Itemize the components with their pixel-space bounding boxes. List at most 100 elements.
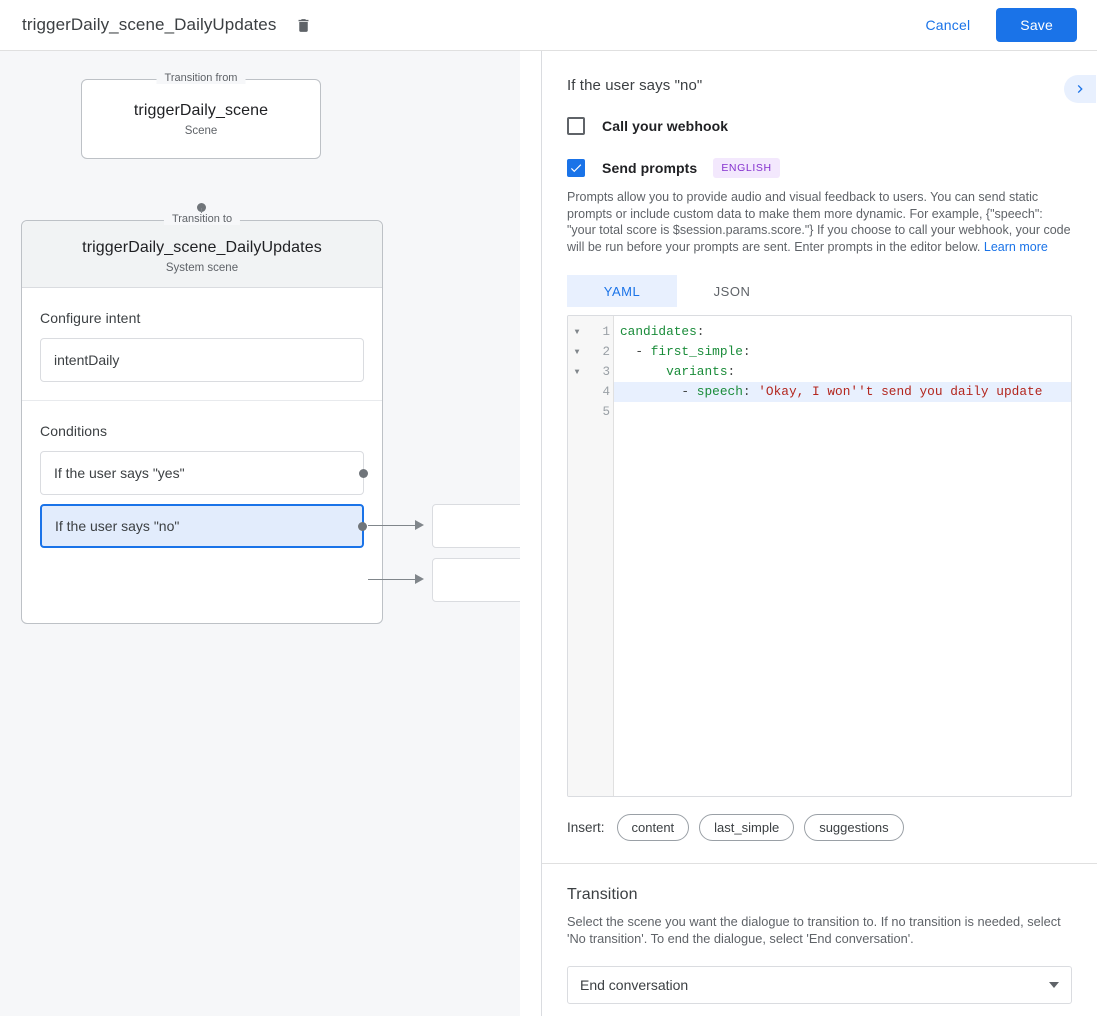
format-tabs: YAML JSON [567, 275, 1072, 307]
code-token: candidates [620, 324, 697, 339]
transition-to-subtitle: System scene [165, 262, 239, 274]
editor-code-line[interactable]: variants: [614, 362, 1071, 382]
transition-from-subtitle: Scene [184, 125, 218, 137]
insert-chip-suggestions[interactable]: suggestions [804, 814, 904, 841]
call-webhook-row[interactable]: Call your webhook [567, 117, 1072, 135]
send-prompts-help: Prompts allow you to provide audio and v… [567, 189, 1072, 255]
trash-icon [298, 18, 309, 32]
panel-title: If the user says "no" [567, 77, 703, 94]
code-token: : [696, 324, 705, 339]
send-prompts-checkbox[interactable] [567, 159, 585, 177]
insert-chip-last-simple[interactable]: last_simple [699, 814, 795, 841]
condition-link-arrow-no [415, 574, 424, 584]
fold-triangle-icon[interactable]: ▼ [574, 367, 580, 377]
transition-select-value: End conversation [580, 977, 689, 993]
editor-line-number: 2 [602, 345, 610, 359]
editor-line-number: 4 [602, 385, 610, 399]
transition-from-legend: Transition from [156, 72, 246, 84]
language-badge: ENGLISH [713, 158, 780, 178]
editor-line-number: 1 [602, 325, 610, 339]
graph-pane-edge-strip [520, 51, 542, 1016]
code-token [620, 364, 666, 379]
cancel-button[interactable]: Cancel [918, 8, 979, 42]
transition-section: Transition Select the scene you want the… [542, 886, 1097, 1004]
insert-chip-content[interactable]: content [616, 814, 690, 841]
learn-more-link[interactable]: Learn more [983, 239, 1048, 254]
insert-label: Insert: [567, 820, 605, 835]
condition-connector-dot [358, 521, 367, 531]
editor-gutter-row: 4 [568, 382, 613, 402]
delete-button[interactable] [290, 12, 316, 38]
insert-row: Insert: content last_simple suggestions [567, 814, 1072, 841]
pane-divider [541, 51, 542, 1016]
send-prompts-help-text: Prompts allow you to provide audio and v… [567, 190, 1071, 254]
code-token: : [742, 384, 759, 399]
transition-select[interactable]: End conversation [567, 966, 1072, 1004]
edge-source-dot [197, 203, 206, 212]
editor-gutter-row: 5 [568, 402, 613, 422]
fold-triangle-icon[interactable]: ▼ [574, 347, 580, 357]
top-bar: triggerDaily_scene_DailyUpdates Cancel S… [0, 0, 1097, 51]
condition-item-no[interactable]: If the user says "no" [40, 504, 367, 548]
code-token: first_simple [650, 344, 743, 359]
transition-to-title: triggerDaily_scene_DailyUpdates [82, 239, 322, 256]
tab-json[interactable]: JSON [677, 275, 787, 307]
chevron-down-icon [1049, 982, 1059, 988]
expand-panel-button[interactable] [1064, 75, 1096, 103]
topbar-actions: Cancel Save [918, 8, 1077, 42]
configure-intent-section: Configure intent intentDaily [22, 288, 382, 400]
transition-to-legend: Transition to [163, 213, 241, 225]
transition-from-title: triggerDaily_scene [133, 102, 269, 119]
transition-title: Transition [567, 886, 638, 903]
code-token: - [620, 384, 697, 399]
code-token: : [727, 364, 736, 379]
conditions-label: Conditions [40, 423, 108, 439]
tab-yaml[interactable]: YAML [567, 275, 677, 307]
panel-separator [542, 863, 1097, 864]
conditions-section: Conditions If the user says "yes" If the… [22, 400, 382, 575]
code-token: : [742, 344, 751, 359]
editor-code-line[interactable] [614, 402, 1071, 422]
configure-intent-label: Configure intent [40, 310, 141, 326]
editor-gutter-row: ▼3 [568, 362, 613, 382]
condition-item-yes[interactable]: If the user says "yes" [40, 451, 368, 495]
intent-field[interactable]: intentDaily [40, 338, 364, 382]
code-token: - [620, 344, 651, 359]
editor-gutter-row: ▼1 [568, 322, 613, 342]
send-prompts-row[interactable]: Send prompts ENGLISH [567, 158, 1072, 178]
editor-line-number: 3 [602, 365, 610, 379]
condition-label: If the user says "no" [55, 518, 180, 534]
condition-connector-dot [359, 468, 368, 478]
scene-graph-pane: Transition from triggerDaily_scene Scene… [0, 51, 542, 1016]
transition-from-node[interactable]: Transition from triggerDaily_scene Scene [81, 72, 321, 159]
editor-gutter-row: ▼2 [568, 342, 613, 362]
panel-header: If the user says "no" [542, 51, 1097, 94]
transition-to-header: triggerDaily_scene_DailyUpdates System s… [22, 221, 382, 288]
condition-link-line-no [368, 579, 420, 580]
condition-link-arrow-yes [415, 520, 424, 530]
editor-line-number: 5 [602, 405, 610, 419]
code-token: 'Okay, I won''t send you daily update [758, 384, 1043, 399]
chevron-right-icon [1077, 85, 1083, 93]
transition-help: Select the scene you want the dialogue t… [567, 914, 1061, 946]
save-button[interactable]: Save [996, 8, 1077, 42]
call-webhook-checkbox[interactable] [567, 117, 585, 135]
panel-body: Call your webhook Send prompts ENGLISH P… [542, 117, 1097, 841]
editor-code-line[interactable]: - first_simple: [614, 342, 1071, 362]
editor-code-line[interactable]: candidates: [614, 322, 1071, 342]
code-token: variants [666, 364, 728, 379]
call-webhook-label: Call your webhook [602, 118, 729, 134]
code-token: speech [696, 384, 743, 399]
fold-triangle-icon[interactable]: ▼ [574, 327, 580, 337]
condition-label: If the user says "yes" [54, 465, 185, 481]
condition-link-line-yes [368, 525, 420, 526]
checkmark-icon [570, 164, 582, 173]
send-prompts-label: Send prompts [602, 160, 698, 176]
page-title: triggerDaily_scene_DailyUpdates [22, 15, 277, 34]
condition-detail-panel: If the user says "no" Call your webhook … [542, 51, 1097, 1016]
editor-code-area[interactable]: candidates: - first_simple: variants: - … [614, 316, 1071, 796]
editor-code-line[interactable]: - speech: 'Okay, I won''t send you daily… [614, 382, 1071, 402]
transition-to-node[interactable]: Transition to triggerDaily_scene_DailyUp… [21, 213, 383, 624]
